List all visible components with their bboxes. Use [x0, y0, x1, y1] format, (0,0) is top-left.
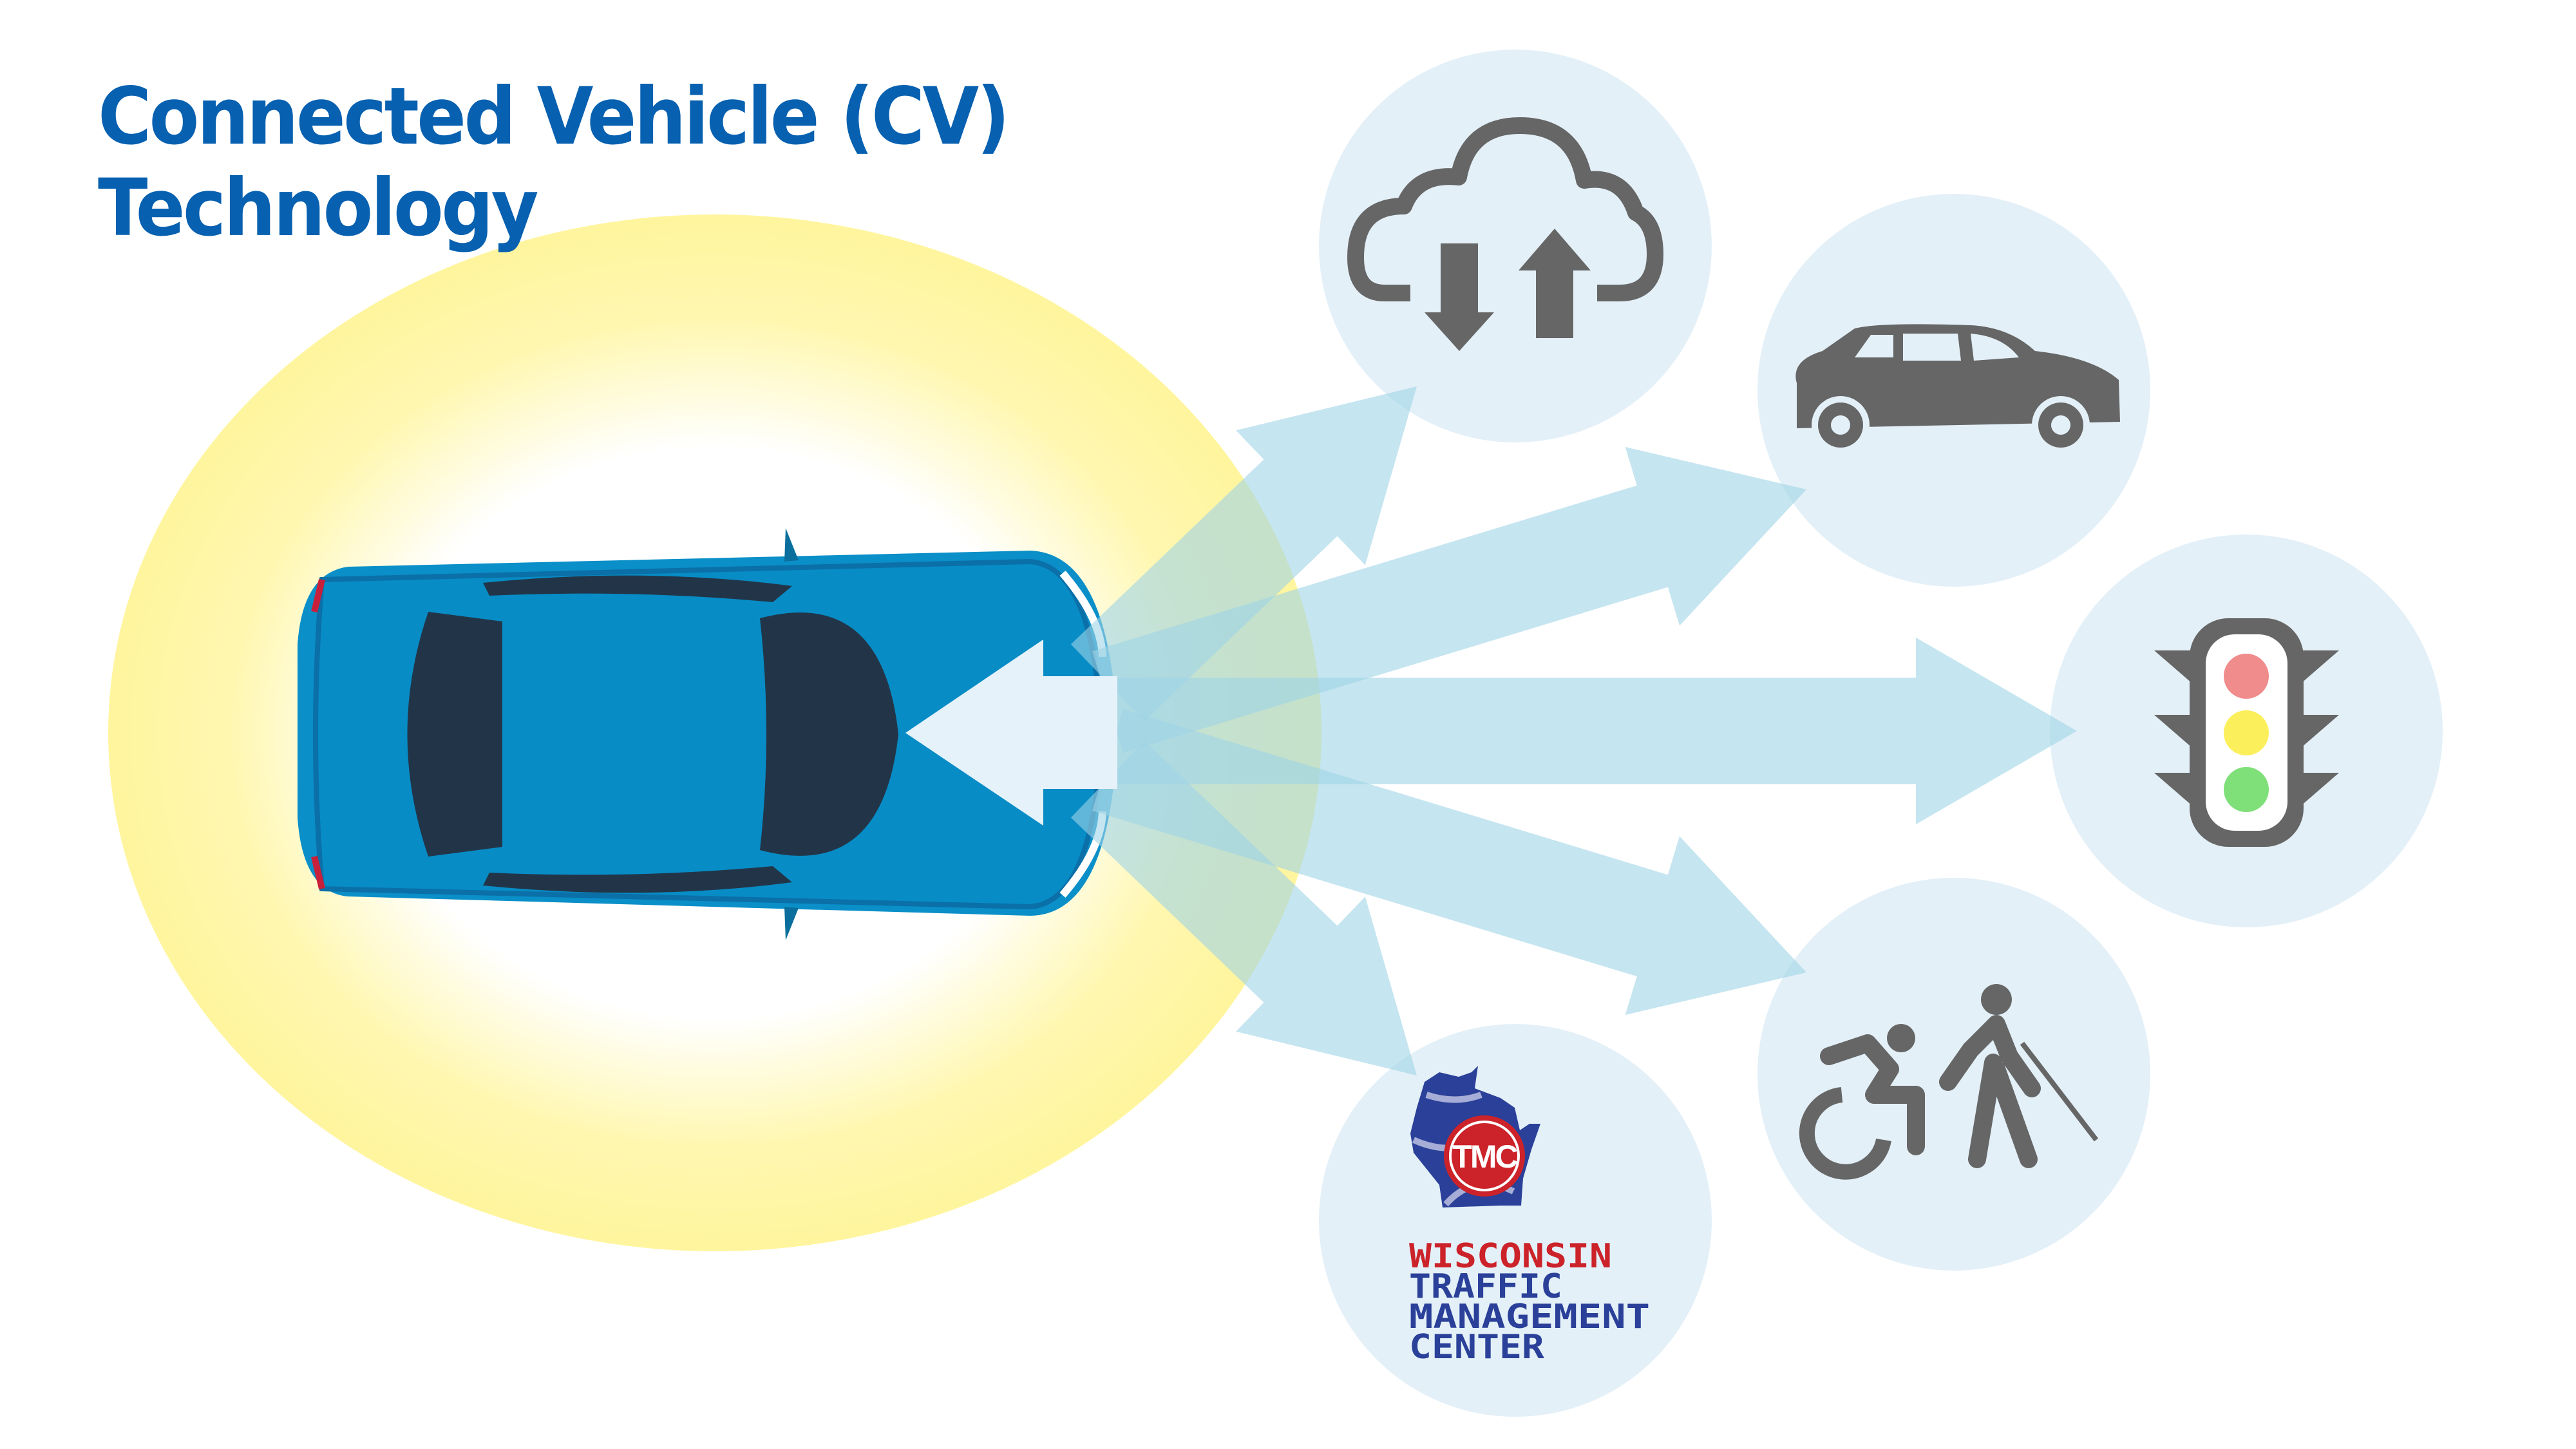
traffic-light-icon — [2154, 618, 2339, 847]
incoming-arrow — [905, 639, 1117, 826]
communication-arrows — [1070, 386, 2077, 1075]
cloud-node — [1319, 50, 1712, 442]
arrow-to-traffic-signal — [1108, 638, 2077, 824]
wheelchair-and-pedestrian-icon — [1799, 984, 2099, 1180]
arrow-to-pedestrians — [1092, 709, 1806, 1015]
tmc-line-1: WISCONSIN — [1409, 1237, 1612, 1276]
connected-car — [298, 528, 1117, 940]
tmc-line-3: MANAGEMENT — [1409, 1298, 1650, 1336]
car-side-icon — [1795, 324, 2120, 454]
title-line-1: Connected Vehicle (CV) — [98, 71, 1010, 162]
yellow-light — [2224, 710, 2269, 755]
wisconsin-tmc-logo: TMC WISCONSIN TRAFFIC MANAGEMENT CENTER — [1409, 1066, 1650, 1367]
tmc-badge: TMC — [1452, 1139, 1517, 1175]
tmc-line-4: CENTER — [1409, 1328, 1545, 1367]
title-line-2: Technology — [98, 162, 539, 254]
arrow-to-tmc — [1070, 741, 1417, 1075]
tmc-line-2: TRAFFIC — [1409, 1267, 1562, 1306]
cloud-upload-download-icon — [1347, 117, 1663, 301]
page-title: Connected Vehicle (CV) Technology — [98, 71, 1010, 254]
arrow-to-vehicle — [1092, 447, 1806, 753]
cloud-arrows — [1425, 229, 1591, 351]
green-light — [2224, 767, 2269, 812]
red-light — [2224, 654, 2269, 699]
